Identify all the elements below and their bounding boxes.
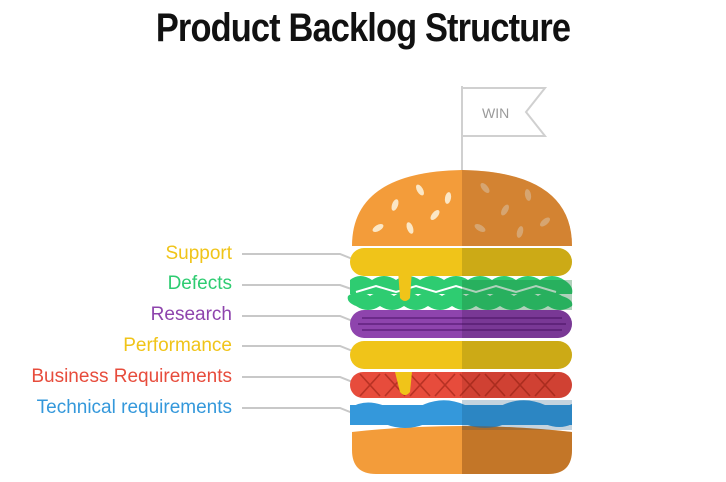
- label-performance: Performance: [123, 335, 232, 356]
- shading-right-half: [462, 170, 572, 474]
- layer-business: [350, 372, 572, 398]
- layer-support: [350, 248, 572, 301]
- bottom-bun: [352, 426, 572, 474]
- leader-line-business: [242, 376, 361, 386]
- layer-performance: [350, 341, 572, 369]
- label-research: Research: [150, 304, 232, 325]
- leader-line-defects: [242, 284, 361, 293]
- layer-technical: [350, 400, 572, 428]
- leader-line-research: [242, 315, 361, 325]
- label-support: Support: [165, 243, 232, 264]
- leader-line-technical: [242, 407, 361, 417]
- flag-text: WIN: [482, 105, 509, 121]
- leader-line-support: [242, 253, 361, 263]
- flag-cloth: [461, 87, 548, 137]
- label-technical-requirements: Technical requirements: [36, 397, 232, 418]
- leader-lines: [242, 253, 361, 417]
- layer-research: [350, 310, 572, 338]
- label-defects: Defects: [167, 273, 232, 294]
- win-flag: WIN: [461, 86, 548, 178]
- diagram-title: Product Backlog Structure: [155, 6, 571, 50]
- leader-line-performance: [242, 345, 361, 355]
- label-business-requirements: Business Requirements: [31, 366, 232, 387]
